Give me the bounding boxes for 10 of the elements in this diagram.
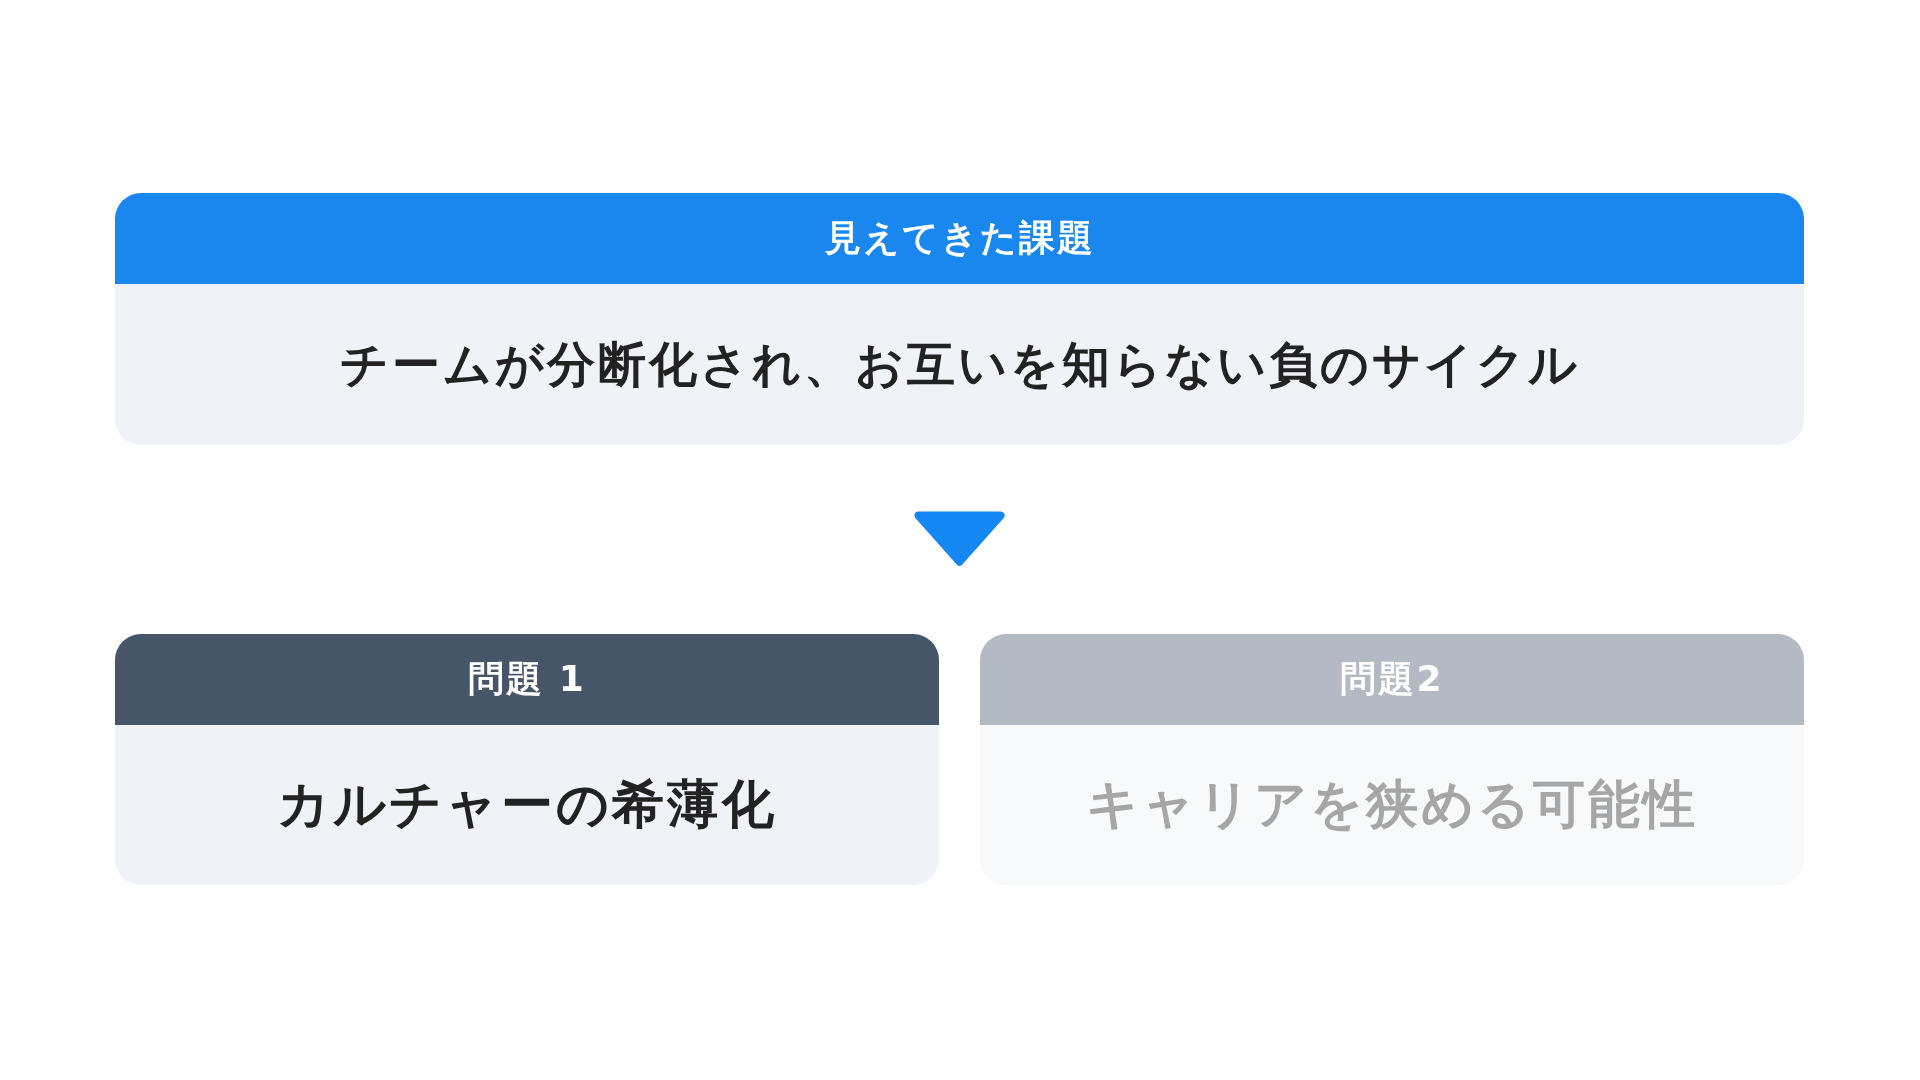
card-heading: 問題2	[1340, 657, 1444, 701]
card-panel	[980, 634, 1804, 885]
arrow	[914, 511, 1005, 566]
card-text: キャリアを狭める可能性	[1086, 773, 1698, 836]
card-text: チームが分断化され、お互いを知らない負のサイクル	[339, 334, 1580, 394]
card-heading: 見えてきた課題	[824, 216, 1095, 260]
card-heading: 問題 1	[468, 657, 586, 701]
card-text: カルチャーの希薄化	[277, 773, 777, 836]
card-panel	[115, 634, 939, 885]
card-panel	[115, 193, 1804, 445]
